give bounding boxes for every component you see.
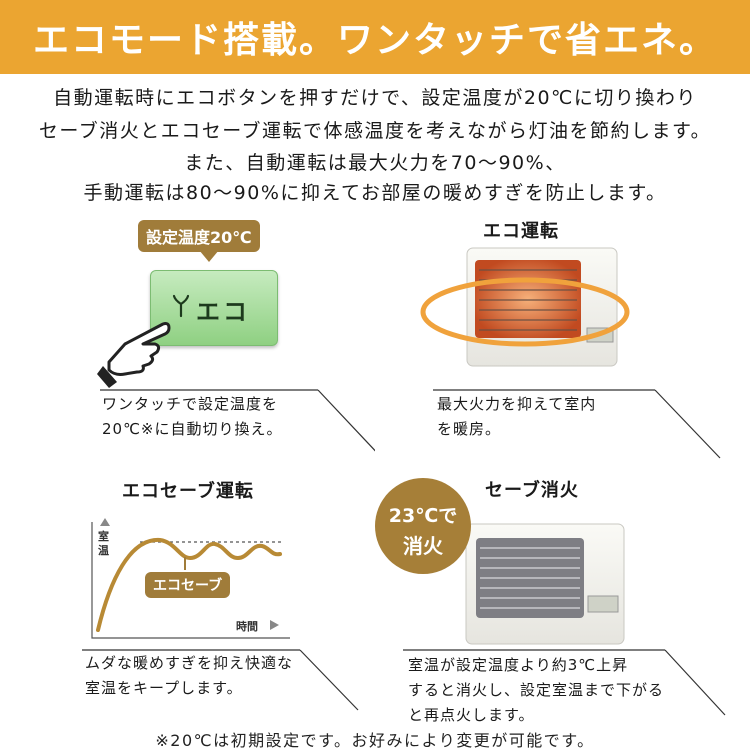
save-off-caption-1: 室温が設定温度より約3℃上昇 [408, 656, 629, 674]
banner-title: エコモード搭載。ワンタッチで省エネ。 [0, 0, 750, 74]
intro-line-4: 手動運転は80〜90%に抑えてお部屋の暖めすぎを防止します。 [83, 182, 667, 204]
set-temp-badge: 設定温度20℃ [138, 220, 260, 252]
sprout-icon [172, 294, 190, 318]
arrow-up-icon [100, 518, 110, 526]
panel-eco-run: エコ運転 最大火力を抑えて室内 を暖房。 [375, 210, 750, 460]
arrow-right-icon [270, 620, 279, 630]
save-off-heading: セーブ消火 [485, 480, 579, 501]
footnote: ※20℃は初期設定です。お好みにより変更が可能です。 [155, 731, 595, 750]
eco-save-caption-1: ムダな暖めすぎを抑え快適な [85, 654, 294, 672]
save-off-circle: 23℃で 消火 [375, 478, 471, 574]
hand-pointer-icon [97, 322, 171, 388]
set-temp-caption-2: 20℃※に自動切り換え。 [102, 420, 283, 438]
heater-image-eco [420, 247, 630, 367]
eco-save-heading: エコセーブ運転 [122, 481, 254, 502]
eco-save-curve-label: エコセーブ [145, 572, 231, 598]
save-off-caption-3: と再点火します。 [408, 706, 535, 724]
eco-run-heading: エコ運転 [483, 221, 559, 242]
save-off-caption-2: すると消火し、設定室温まで下がる [408, 681, 665, 699]
eco-run-caption-2: を暖房。 [437, 420, 502, 438]
eco-run-caption-1: 最大火力を抑えて室内 [437, 395, 597, 413]
save-off-circle-line-2: 消火 [403, 534, 443, 558]
panel-save-off: セーブ消火 23℃で 消火 室温が設定温度より約3℃上昇 すると消火し、設定室温… [375, 460, 750, 724]
eco-save-caption-2: 室温をキープします。 [85, 679, 243, 697]
set-temp-caption-1: ワンタッチで設定温度を [102, 395, 279, 413]
caption-slant-line [82, 649, 359, 711]
intro-line-1: 自動運転時にエコボタンを押すだけで、設定温度が20℃に切り換わり [53, 87, 697, 109]
caption-slant-line [403, 649, 726, 716]
badge-pointer [199, 250, 219, 262]
heater-image-save [465, 523, 625, 645]
eco-button[interactable] [150, 270, 278, 346]
graph-x-label: 時間 [236, 620, 258, 633]
eco-button-label: エコ [196, 298, 250, 326]
caption-slant-line [433, 389, 721, 459]
panel-eco-save: エコセーブ運転 室温 時間 エコセーブ ムダな暖めすぎを抑え快適な 室温をキープ… [0, 460, 375, 720]
graph-y-label: 室温 [98, 530, 109, 557]
eco-save-graph [91, 522, 290, 639]
panel-set-temp: 設定温度20℃ エコ ワンタッチで設定温度を 20℃※に自動切り換え。 [0, 210, 375, 460]
save-off-circle-line-1: 23℃で [388, 505, 458, 527]
caption-slant-line [100, 389, 375, 452]
intro-line-3: また、自動運転は最大火力を70〜90%、 [184, 152, 566, 174]
intro-line-2: セーブ消火とエコセーブ運転で体感温度を考えながら灯油を節約します。 [38, 120, 712, 142]
